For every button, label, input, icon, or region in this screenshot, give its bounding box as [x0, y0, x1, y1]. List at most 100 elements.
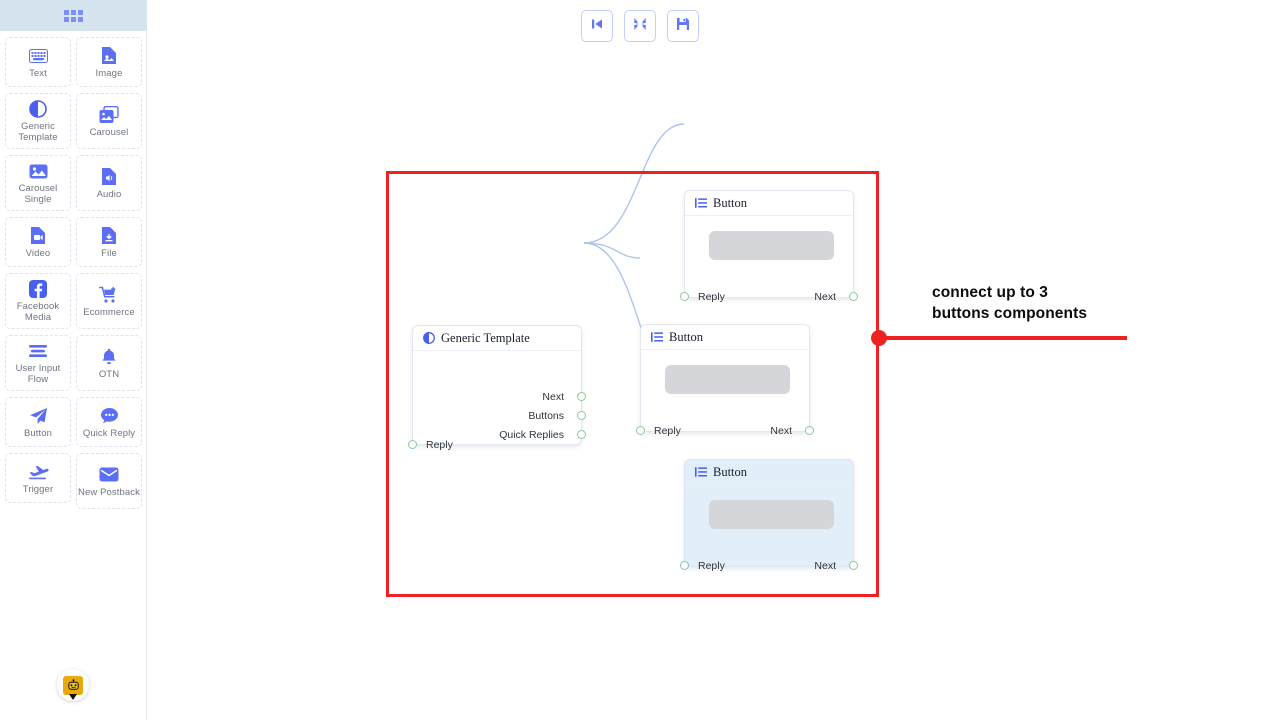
component-tile-grid: Text Image Generic Template Carousel — [0, 31, 146, 509]
bot-face-icon — [63, 675, 83, 700]
node-header: Button — [685, 191, 853, 216]
sidebar-tile-label: OTN — [98, 368, 120, 380]
node-header: Button — [685, 460, 853, 485]
sidebar-tile-label: Facebook Media — [16, 301, 60, 323]
sidebar-tile-label: Carousel Single — [18, 183, 58, 205]
node-title: Button — [713, 464, 748, 479]
node-title: Button — [669, 329, 704, 344]
sidebar-tile-label: Ecommerce — [83, 306, 135, 318]
node-title: Button — [713, 195, 748, 210]
sidebar-tile-quick-reply[interactable]: Quick Reply — [76, 397, 142, 447]
sidebar-tile-label: Button — [23, 427, 53, 439]
bot-avatar-icon[interactable] — [57, 669, 89, 701]
sidebar-tile-label: Trigger — [22, 483, 54, 495]
list-icon — [695, 466, 707, 478]
sidebar-tile-audio[interactable]: Audio — [76, 155, 142, 211]
port-in-reply[interactable] — [636, 426, 645, 435]
sidebar-tile-image[interactable]: Image — [76, 37, 142, 87]
floppy-disk-save-icon — [676, 17, 690, 36]
compress-arrows-icon — [633, 17, 647, 36]
list-icon — [651, 331, 663, 343]
keyboard-icon — [28, 46, 48, 66]
half-circle-icon — [423, 332, 435, 344]
sidebar-tile-generic-template[interactable]: Generic Template — [5, 93, 71, 149]
flow-canvas[interactable]: Generic Template Next Buttons Quick Repl… — [147, 0, 1280, 720]
port-in-reply[interactable] — [680, 292, 689, 301]
button-content-placeholder — [665, 365, 790, 394]
button-content-placeholder — [709, 500, 834, 529]
sidebar-tile-label: Carousel — [89, 126, 129, 138]
sidebar-tile-facebook-media[interactable]: Facebook Media — [5, 273, 71, 329]
sidebar-tile-label: Audio — [96, 188, 122, 200]
apps-grid-icon[interactable] — [64, 9, 83, 22]
sidebar-tile-label: Generic Template — [18, 121, 58, 143]
node-button-middle[interactable]: Button Reply Next — [636, 324, 814, 437]
port-in-reply[interactable] — [408, 440, 417, 449]
sidebar-tile-ecommerce[interactable]: Ecommerce — [76, 273, 142, 329]
annotation-pointer-dot — [871, 330, 887, 346]
port-label-next: Next — [770, 425, 792, 437]
port-out-quick-replies[interactable] — [577, 430, 586, 439]
node-button-bottom[interactable]: Button Reply Next — [680, 459, 858, 572]
list-icon — [695, 197, 707, 209]
port-out-next[interactable] — [577, 392, 586, 401]
envelope-icon — [99, 465, 119, 485]
annotation-text-line2: buttons components — [932, 305, 1088, 322]
images-stack-icon — [99, 105, 119, 125]
port-label-reply: Reply — [426, 439, 453, 451]
node-body: Reply Next — [636, 350, 814, 437]
audio-file-icon — [101, 167, 117, 187]
sidebar-tile-otn[interactable]: OTN — [76, 335, 142, 391]
video-file-icon — [30, 226, 46, 246]
button-content-placeholder — [709, 231, 834, 260]
sidebar-tile-label: Text — [29, 67, 47, 79]
node-generic-template[interactable]: Generic Template Next Buttons Quick Repl… — [408, 325, 586, 451]
lines-icon — [28, 341, 48, 361]
plane-takeoff-icon — [28, 462, 49, 482]
sidebar-tile-user-input-flow[interactable]: User Input Flow — [5, 335, 71, 391]
step-backward-button[interactable] — [581, 10, 613, 42]
port-label-reply: Reply — [698, 291, 725, 303]
annotation-text-line1: connect up to 3 — [932, 284, 1049, 301]
node-button-top[interactable]: Button Reply Next — [680, 190, 858, 303]
node-body: Reply Next — [680, 485, 858, 572]
sidebar-tile-label: Quick Reply — [82, 427, 136, 439]
port-label-buttons: Buttons — [528, 410, 564, 422]
bell-icon — [101, 347, 117, 367]
facebook-icon — [29, 279, 47, 299]
node-body: Reply Next — [680, 216, 858, 303]
shopping-cart-icon — [99, 285, 119, 305]
port-out-next[interactable] — [849, 292, 858, 301]
port-out-next[interactable] — [805, 426, 814, 435]
port-label-reply: Reply — [698, 560, 725, 572]
node-header: Button — [641, 325, 809, 350]
sidebar-tile-carousel-single[interactable]: Carousel Single — [5, 155, 71, 211]
port-out-next[interactable] — [849, 561, 858, 570]
sidebar-tile-trigger[interactable]: Trigger — [5, 453, 71, 503]
save-button[interactable] — [667, 10, 699, 42]
port-label-next: Next — [814, 560, 836, 572]
port-out-buttons[interactable] — [577, 411, 586, 420]
step-backward-icon — [590, 17, 604, 36]
annotation-text: connect up to 3 buttons components — [932, 282, 1162, 324]
sidebar-tile-file[interactable]: File — [76, 217, 142, 267]
half-circle-icon — [29, 99, 47, 119]
canvas-toolbar — [581, 10, 699, 42]
port-in-reply[interactable] — [680, 561, 689, 570]
node-body: Next Buttons Quick Replies Reply — [408, 351, 586, 451]
component-sidebar: Text Image Generic Template Carousel — [0, 0, 147, 720]
annotation-pointer-line — [879, 336, 1127, 340]
fit-to-screen-button[interactable] — [624, 10, 656, 42]
sidebar-tile-video[interactable]: Video — [5, 217, 71, 267]
chat-bubble-icon — [100, 406, 119, 426]
port-label-quick-replies: Quick Replies — [499, 429, 564, 441]
sidebar-tile-label: File — [101, 247, 117, 259]
sidebar-tile-text[interactable]: Text — [5, 37, 71, 87]
annotation-highlight-rectangle — [386, 171, 879, 597]
sidebar-tile-label: Image — [95, 67, 123, 79]
sidebar-tile-carousel[interactable]: Carousel — [76, 93, 142, 149]
sidebar-tile-new-postback[interactable]: New Postback — [76, 453, 142, 509]
sidebar-tile-label: New Postback — [78, 486, 140, 498]
sidebar-tile-button[interactable]: Button — [5, 397, 71, 447]
